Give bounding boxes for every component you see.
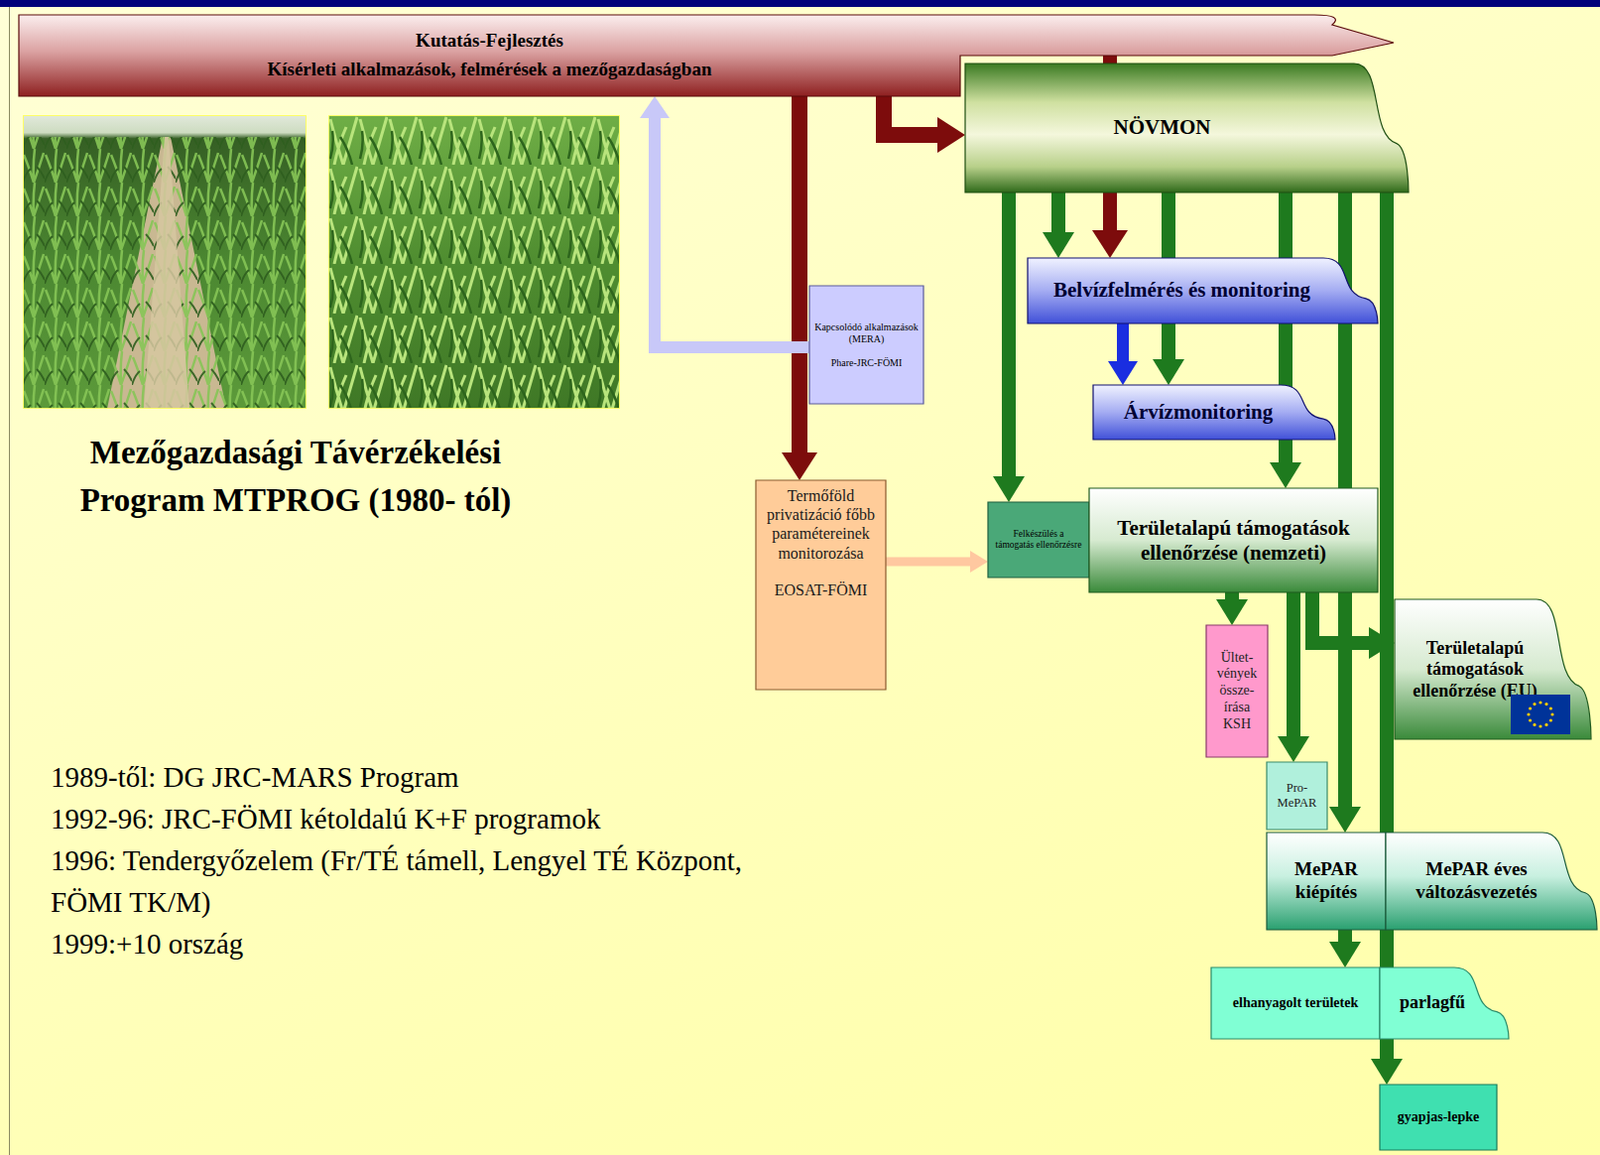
- note-text: 1999:+10 ország: [50, 922, 745, 965]
- node-text: EOSAT-FÖMI: [759, 580, 882, 600]
- box-content: gyapjas-lepke: [1382, 1108, 1494, 1126]
- node-text: Területalapú támogatások ellenőrzése (ne…: [1095, 514, 1372, 565]
- box-content: Kapcsolódó alkalmazások (MERA) Phare-JRC-…: [814, 321, 919, 370]
- node-text: MePAR éves változásvezetés: [1391, 858, 1562, 904]
- node-text: Pro-MePAR: [1269, 780, 1325, 811]
- node-text: Árvízmonitoring: [1101, 399, 1296, 425]
- connector-group: [654, 55, 1387, 1059]
- process-box: parlagfű: [1379, 967, 1509, 1039]
- node-text: Termőföld privatizáció főbb paraméterein…: [759, 486, 882, 563]
- box-shape: [755, 480, 886, 690]
- box-shape: [1089, 488, 1378, 593]
- box-shape: [1027, 257, 1378, 324]
- node-text: Kutatás-Fejlesztés: [28, 29, 951, 53]
- box-shape: [1394, 599, 1592, 739]
- photo-ground: [22, 115, 307, 409]
- process-box: MePAR éves változásvezetés: [1385, 832, 1598, 930]
- box-content: Termőföld privatizáció főbb paraméterein…: [759, 486, 882, 600]
- node-text: NÖVMON: [975, 115, 1350, 140]
- connector-arrow: [1286, 592, 1301, 737]
- box-content: Ültet- vények össze- írása KSH: [1209, 649, 1265, 734]
- connector-arrow: [791, 96, 808, 453]
- box-content: Árvízmonitoring: [1101, 399, 1296, 425]
- box-content: Belvízfelmérés és monitoring: [1035, 277, 1329, 303]
- diagram-title: Mezőgazdasági Távérzékelési Program MTPR…: [39, 428, 552, 524]
- box-shape: [1379, 967, 1509, 1039]
- node-text: Felkészülés a támogatás ellenőrzésre: [993, 528, 1084, 552]
- grass-blades: [328, 115, 620, 409]
- node-text: MePAR kiépítés: [1270, 858, 1382, 904]
- process-box: Ültet- vények össze- írása KSH: [1206, 624, 1268, 757]
- note-text: 1992-96: JRC-FÖMI kétoldalú K+F programo…: [50, 797, 745, 840]
- flag-field: [1510, 694, 1571, 735]
- box-shape: [987, 501, 1090, 578]
- process-box: Pro-MePAR: [1266, 761, 1328, 830]
- process-box: elhanyagolt területek: [1211, 967, 1380, 1039]
- box-content: parlagfű: [1385, 991, 1479, 1014]
- box-shape: [1385, 832, 1598, 930]
- corn-plants: [22, 136, 307, 409]
- process-box: Árvízmonitoring: [1093, 384, 1336, 440]
- node-text: Területalapú támogatások ellenőrzése (EU…: [1400, 636, 1550, 702]
- node-text: Kapcsolódó alkalmazások (MERA): [814, 321, 919, 346]
- connector-arrow: [883, 96, 938, 135]
- box-content: Kutatás-FejlesztésKísérleti alkalmazások…: [28, 29, 951, 82]
- photo-border: [329, 116, 620, 409]
- node-text: elhanyagolt területek: [1214, 994, 1377, 1012]
- top-band: [0, 0, 1600, 7]
- connector-arrow: [1116, 323, 1129, 362]
- box-shape: [1206, 624, 1268, 757]
- eu-flag: [1510, 694, 1571, 735]
- soil-row: [143, 136, 190, 409]
- process-box: NÖVMON: [965, 63, 1409, 193]
- process-box: gyapjas-lepke: [1379, 1084, 1497, 1150]
- box-content: Pro-MePAR: [1269, 780, 1325, 811]
- connector-arrow: [654, 118, 810, 348]
- process-box: Felkészülés a támogatás ellenőrzésre: [987, 501, 1090, 578]
- box-content: Területalapú támogatások ellenőrzése (ne…: [1095, 514, 1372, 565]
- box-shape: [809, 285, 924, 404]
- box-shape: [965, 63, 1409, 193]
- box-content: Felkészülés a támogatás ellenőrzésre: [993, 528, 1084, 552]
- node-text: parlagfű: [1385, 991, 1479, 1014]
- node-text: Kísérleti alkalmazások, felmérések a mez…: [28, 58, 951, 82]
- connector-arrow: [1338, 929, 1353, 942]
- photo-border: [23, 116, 307, 409]
- process-box: Területalapú támogatások ellenőrzése (ne…: [1089, 488, 1378, 593]
- box-outline: [809, 285, 924, 404]
- node-text: Ültet- vények össze- írása KSH: [1209, 649, 1265, 734]
- connector-arrow: [1225, 592, 1239, 600]
- box-shape: [1379, 1084, 1497, 1150]
- connector-arrow: [1051, 192, 1066, 233]
- box-content: MePAR éves változásvezetés: [1391, 858, 1562, 904]
- note-text: 1996: Tendergyőzelem (Fr/TÉ támell, Leng…: [50, 839, 745, 923]
- node-text: Belvízfelmérés és monitoring: [1035, 277, 1329, 303]
- node-text: gyapjas-lepke: [1382, 1108, 1494, 1126]
- box-shape: [1266, 832, 1386, 930]
- frame-line: [8, 6, 10, 1155]
- connector-arrow: [1001, 192, 1016, 477]
- grass-photo: [328, 115, 620, 409]
- box-content: NÖVMON: [975, 115, 1350, 140]
- process-box: Belvízfelmérés és monitoring: [1027, 257, 1378, 324]
- connector-arrow: [885, 557, 971, 567]
- box-content: MePAR kiépítés: [1270, 858, 1382, 904]
- note-text: 1989-től: DG JRC-MARS Program: [50, 755, 745, 798]
- node-text: Phare-JRC-FÖMI: [814, 357, 919, 370]
- photo-ground: [328, 115, 620, 409]
- box-content: elhanyagolt területek: [1214, 994, 1377, 1012]
- box-shape: [1266, 761, 1328, 830]
- corn-field-photo: [22, 115, 307, 409]
- box-shape: [1093, 384, 1336, 440]
- process-box: Kapcsolódó alkalmazások (MERA) Phare-JRC-…: [809, 285, 924, 404]
- box-shape: [1211, 967, 1380, 1039]
- flag-stars: [1526, 700, 1554, 728]
- process-box: Termőföld privatizáció főbb paraméterein…: [755, 480, 886, 690]
- process-box: MePAR kiépítés: [1266, 832, 1386, 930]
- box-content: Területalapú támogatások ellenőrzése (EU…: [1400, 636, 1550, 702]
